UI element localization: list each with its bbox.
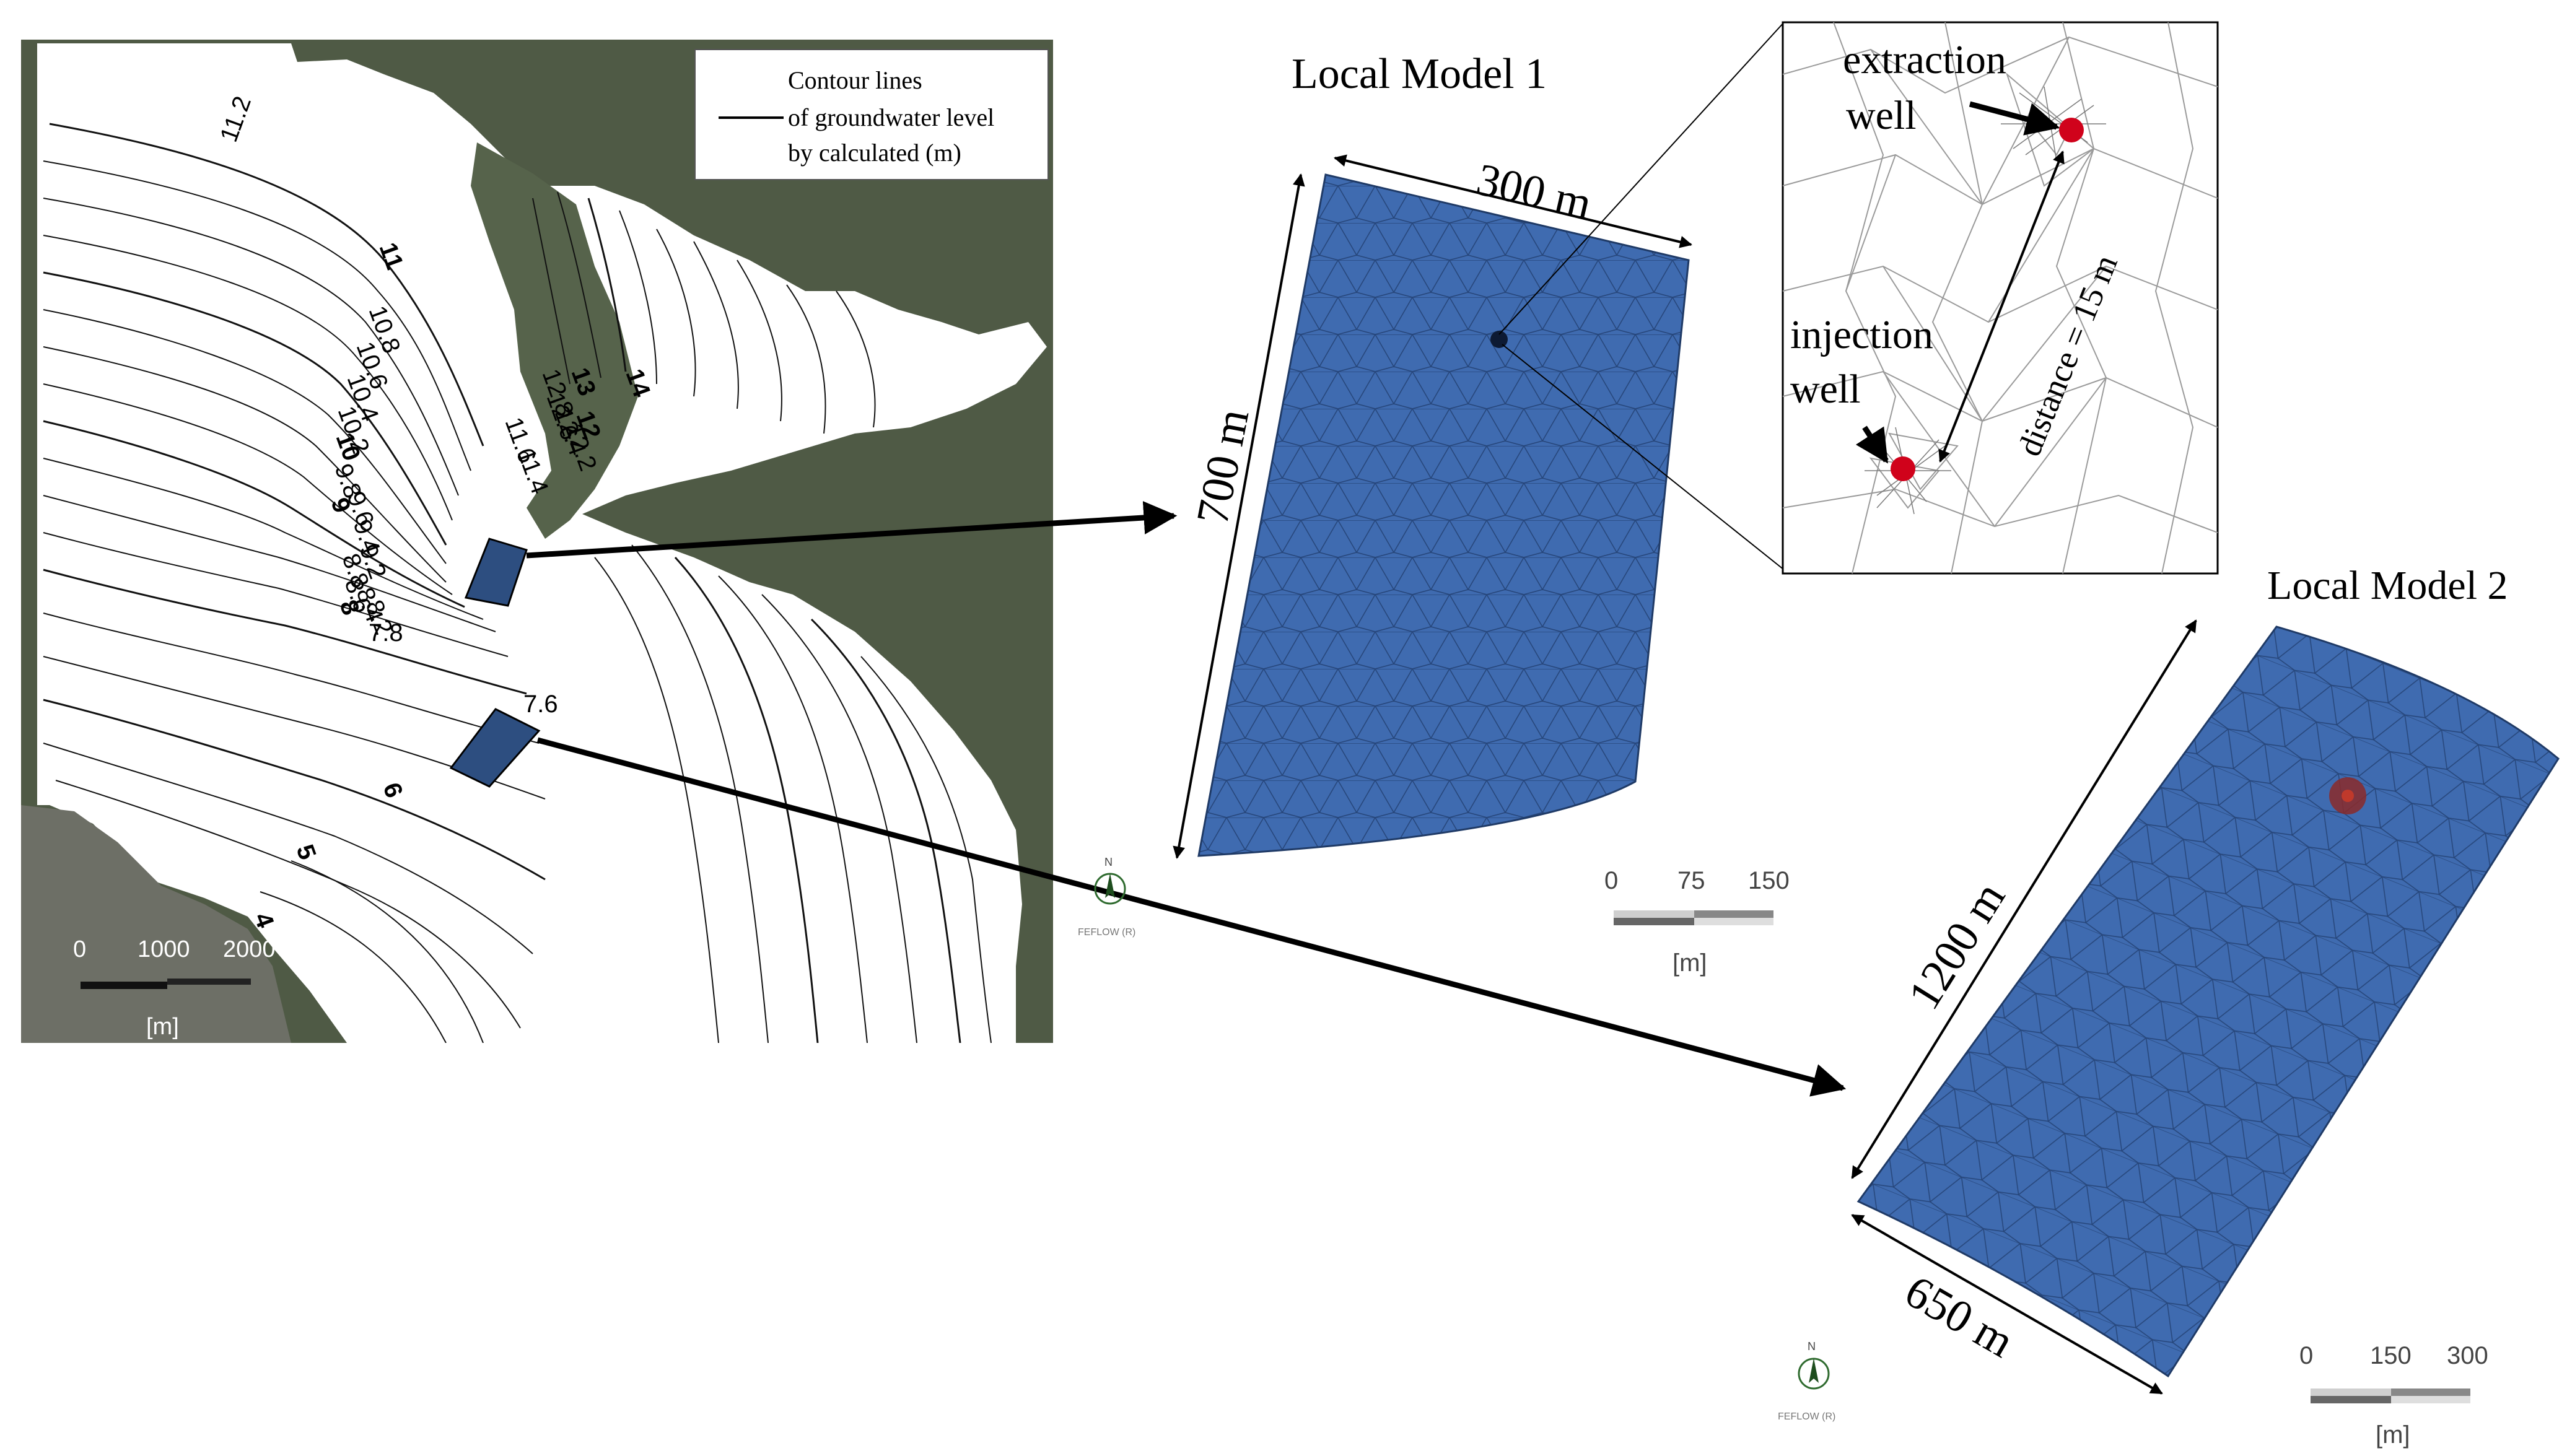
local-model-1-scale-bar: 0 75 150 [m] bbox=[1604, 867, 1790, 977]
extraction-well bbox=[2059, 118, 2084, 142]
width-dimension-line bbox=[1851, 1214, 2163, 1395]
well-inset: extraction well injection well distance … bbox=[1782, 21, 2219, 575]
local-model-2-well-core bbox=[2342, 790, 2354, 802]
extraction-label-2: well bbox=[1846, 93, 1917, 138]
scale-tick: 300 bbox=[2447, 1342, 2488, 1369]
arrow-to-local-model-1 bbox=[526, 501, 1178, 559]
north-label: N bbox=[1104, 856, 1113, 868]
local-model-2-marker bbox=[449, 708, 541, 788]
zoom-line bbox=[1498, 22, 1785, 335]
local-model-1-title: Local Model 1 bbox=[1292, 50, 1547, 98]
scale-bar-segment bbox=[1614, 918, 1694, 925]
scale-tick: 150 bbox=[1748, 867, 1790, 894]
scale-bar-segment bbox=[1694, 910, 1773, 918]
legend-line-1: Contour lines bbox=[788, 66, 922, 94]
distance-line bbox=[1938, 150, 2065, 463]
contour-lines bbox=[43, 123, 992, 1043]
scale-bar-segment bbox=[2311, 1388, 2391, 1396]
local-model-1: Local Model 1 300 m 700 m 0 75 150 [m] N… bbox=[1078, 22, 1790, 977]
injection-label-1: injection bbox=[1790, 312, 1933, 357]
width-dimension-line bbox=[1334, 154, 1692, 248]
arrow-to-local-model-2 bbox=[536, 737, 1847, 1097]
local-model-1-marker bbox=[464, 538, 528, 607]
scale-bar-segment bbox=[1694, 918, 1773, 925]
scale-bar-segment bbox=[1614, 910, 1694, 918]
scale-bar-segment bbox=[2311, 1396, 2391, 1403]
scale-bar-segment bbox=[2391, 1396, 2470, 1403]
height-dimension-line bbox=[1851, 619, 2197, 1179]
local-model-2-title: Local Model 2 bbox=[2267, 563, 2508, 608]
height-dimension-line bbox=[1173, 173, 1305, 859]
feflow-label: FEFLOW (R) bbox=[1778, 1411, 1835, 1422]
regional-map: Contour lines of groundwater level by ca… bbox=[21, 40, 1053, 1043]
local-model-1-well-cluster bbox=[1490, 331, 1508, 348]
zoom-line bbox=[1502, 344, 1785, 570]
scale-tick: 0 bbox=[73, 936, 86, 962]
local-model-2: Local Model 2 1200 m 650 m 0 150 300 [m]… bbox=[1778, 563, 2560, 1449]
height-dimension-label: 700 m bbox=[1187, 405, 1259, 528]
feflow-label: FEFLOW (R) bbox=[1078, 927, 1135, 938]
mountain-spur bbox=[471, 142, 638, 539]
local-model-2-scale-bar: 0 150 300 [m] bbox=[2299, 1342, 2488, 1449]
scale-tick: 1000 bbox=[138, 936, 190, 962]
regional-scale-bar: 0 1000 2000 [m] bbox=[73, 936, 276, 1040]
north-arrow-icon: N FEFLOW (R) bbox=[1778, 1340, 1835, 1422]
scale-tick: 150 bbox=[2370, 1342, 2412, 1369]
scale-bar-segment bbox=[167, 979, 251, 985]
legend-box bbox=[694, 49, 1049, 180]
local-model-1-mesh bbox=[1197, 173, 1690, 857]
injection-pointer bbox=[1855, 425, 1889, 464]
extraction-label-1: extraction bbox=[1843, 37, 2006, 82]
contour-label: 7.8 bbox=[369, 619, 403, 647]
injection-well bbox=[1891, 456, 1915, 481]
height-dimension-label: 1200 m bbox=[1899, 874, 2015, 1018]
scale-bar-segment bbox=[81, 982, 167, 989]
scale-tick: 0 bbox=[2299, 1342, 2313, 1369]
north-arrow-icon: N FEFLOW (R) bbox=[1078, 856, 1135, 938]
scale-tick: 2000 bbox=[223, 936, 276, 962]
scale-tick: 75 bbox=[1677, 867, 1705, 894]
extraction-pointer bbox=[1969, 101, 2060, 136]
injection-label-2: well bbox=[1790, 367, 1861, 412]
north-label: N bbox=[1808, 1340, 1816, 1353]
scale-bar-segment bbox=[2391, 1388, 2470, 1396]
legend-line-3: by calculated (m) bbox=[788, 139, 961, 167]
legend-line-2: of groundwater level bbox=[788, 103, 994, 131]
inset-mesh bbox=[1782, 22, 2218, 574]
scale-unit: [m] bbox=[2376, 1421, 2410, 1449]
contour-label: 7.6 bbox=[523, 691, 558, 718]
local-model-2-mesh bbox=[1856, 626, 2560, 1378]
model-domain bbox=[37, 43, 1047, 1043]
scale-unit: [m] bbox=[146, 1014, 179, 1040]
scale-unit: [m] bbox=[1673, 949, 1707, 977]
width-dimension-label: 650 m bbox=[1897, 1266, 2023, 1368]
scale-tick: 0 bbox=[1604, 867, 1618, 894]
